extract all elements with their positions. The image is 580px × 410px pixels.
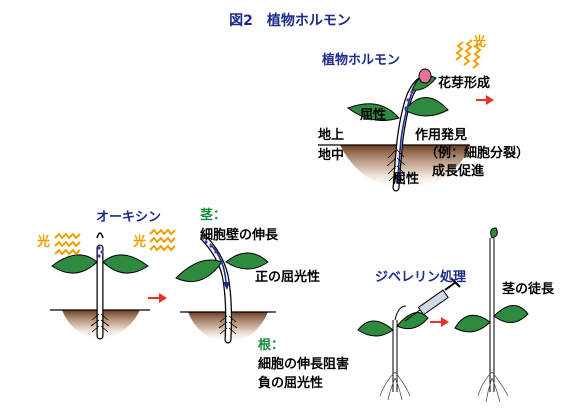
tropism-lower-label: 屈性 xyxy=(393,172,420,187)
top-roots xyxy=(386,149,406,182)
stem-heading: 茎： xyxy=(200,208,227,223)
stem-phototropism-label: 正の屈光性 xyxy=(255,270,321,285)
root-text-1: 細胞の伸長阻害 xyxy=(258,357,350,372)
action-label-2: （例：細胞分裂） xyxy=(425,146,530,161)
gibberellin-short-plant xyxy=(357,305,429,401)
hormone-label: 植物ホルモン xyxy=(322,53,401,68)
auxin-before-plant xyxy=(50,232,150,340)
syringe-icon xyxy=(404,278,461,322)
top-leaf-right xyxy=(404,97,449,117)
top-red-arrow xyxy=(476,95,494,105)
tropism-upper-label: 屈性 xyxy=(360,108,387,123)
gibberellin-red-arrow xyxy=(430,317,449,327)
figure-title: 図2 植物ホルモン xyxy=(229,13,351,29)
light-label-left: 光 xyxy=(37,235,51,250)
root-heading: 根： xyxy=(258,338,285,353)
action-label-3: 成長促進 xyxy=(432,164,485,179)
action-label-1: 作用発見 xyxy=(415,128,468,143)
gibberellin-treatment-label: ジベレリン処理 xyxy=(375,270,467,285)
stem-elongation-label: 茎の徒長 xyxy=(502,282,555,297)
light-label-top: 光 xyxy=(473,35,487,50)
light-label-right: 光 xyxy=(133,235,147,250)
gibberellin-tall-plant xyxy=(454,227,529,403)
top-flower-bud xyxy=(418,68,432,84)
stem-cellwall-label: 細胞壁の伸長 xyxy=(200,228,279,243)
top-plant-group xyxy=(318,39,494,192)
auxin-after-plant xyxy=(149,228,276,344)
top-leaf-left xyxy=(346,103,400,121)
below-ground-label: 地中 xyxy=(318,148,345,163)
root-text-2: 負の屈光性 xyxy=(258,376,324,391)
above-ground-label: 地上 xyxy=(318,128,345,143)
top-light-arrow xyxy=(463,39,473,66)
flower-formation-label: 花芽形成 xyxy=(438,76,491,91)
auxin-label: オーキシン xyxy=(96,210,162,225)
auxin-red-arrow xyxy=(148,293,167,303)
top-soil xyxy=(340,145,470,190)
